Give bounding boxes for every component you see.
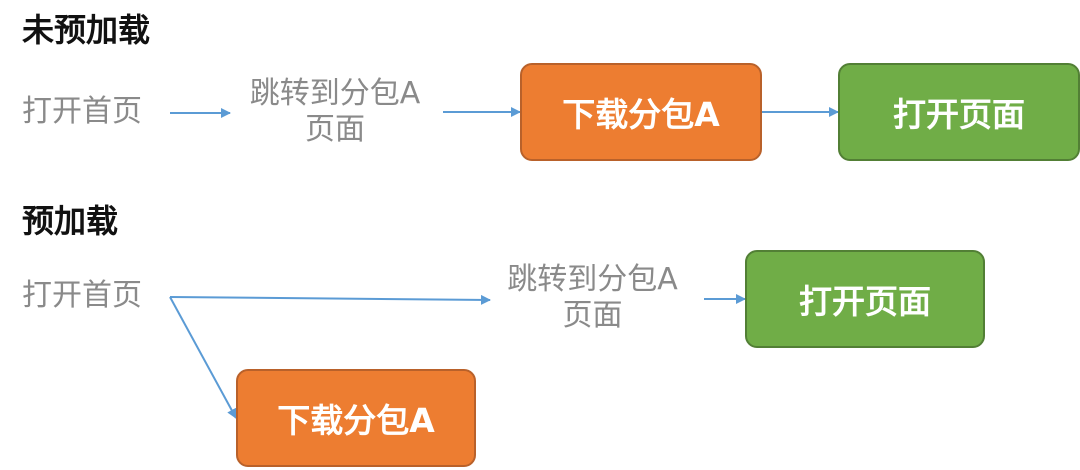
preload-jump-label-line1: 跳转到分包A [507,262,678,297]
arrow-preload-home-to-download [169,296,237,419]
jump-label-line2: 页面 [305,112,365,147]
jump-to-subpackage-label: 跳转到分包A 页面 [240,76,430,148]
preload-open-page-box: 打开页面 [745,250,985,348]
preload-download-subpackage-box: 下载分包A [236,369,476,467]
section-title-no-preload: 未预加载 [22,11,151,49]
open-page-box: 打开页面 [838,63,1080,161]
jump-label-line1: 跳转到分包A [249,76,421,111]
preload-jump-label-line2: 页面 [562,298,623,333]
preload-jump-to-subpackage-label: 跳转到分包A 页面 [495,262,690,334]
arrow-preload-home-to-jump [169,294,491,305]
section-title-preload: 预加载 [22,202,119,240]
open-home-label: 打开首页 [22,94,142,129]
download-subpackage-box: 下载分包A [520,63,762,161]
preload-open-home-label: 打开首页 [22,278,142,313]
